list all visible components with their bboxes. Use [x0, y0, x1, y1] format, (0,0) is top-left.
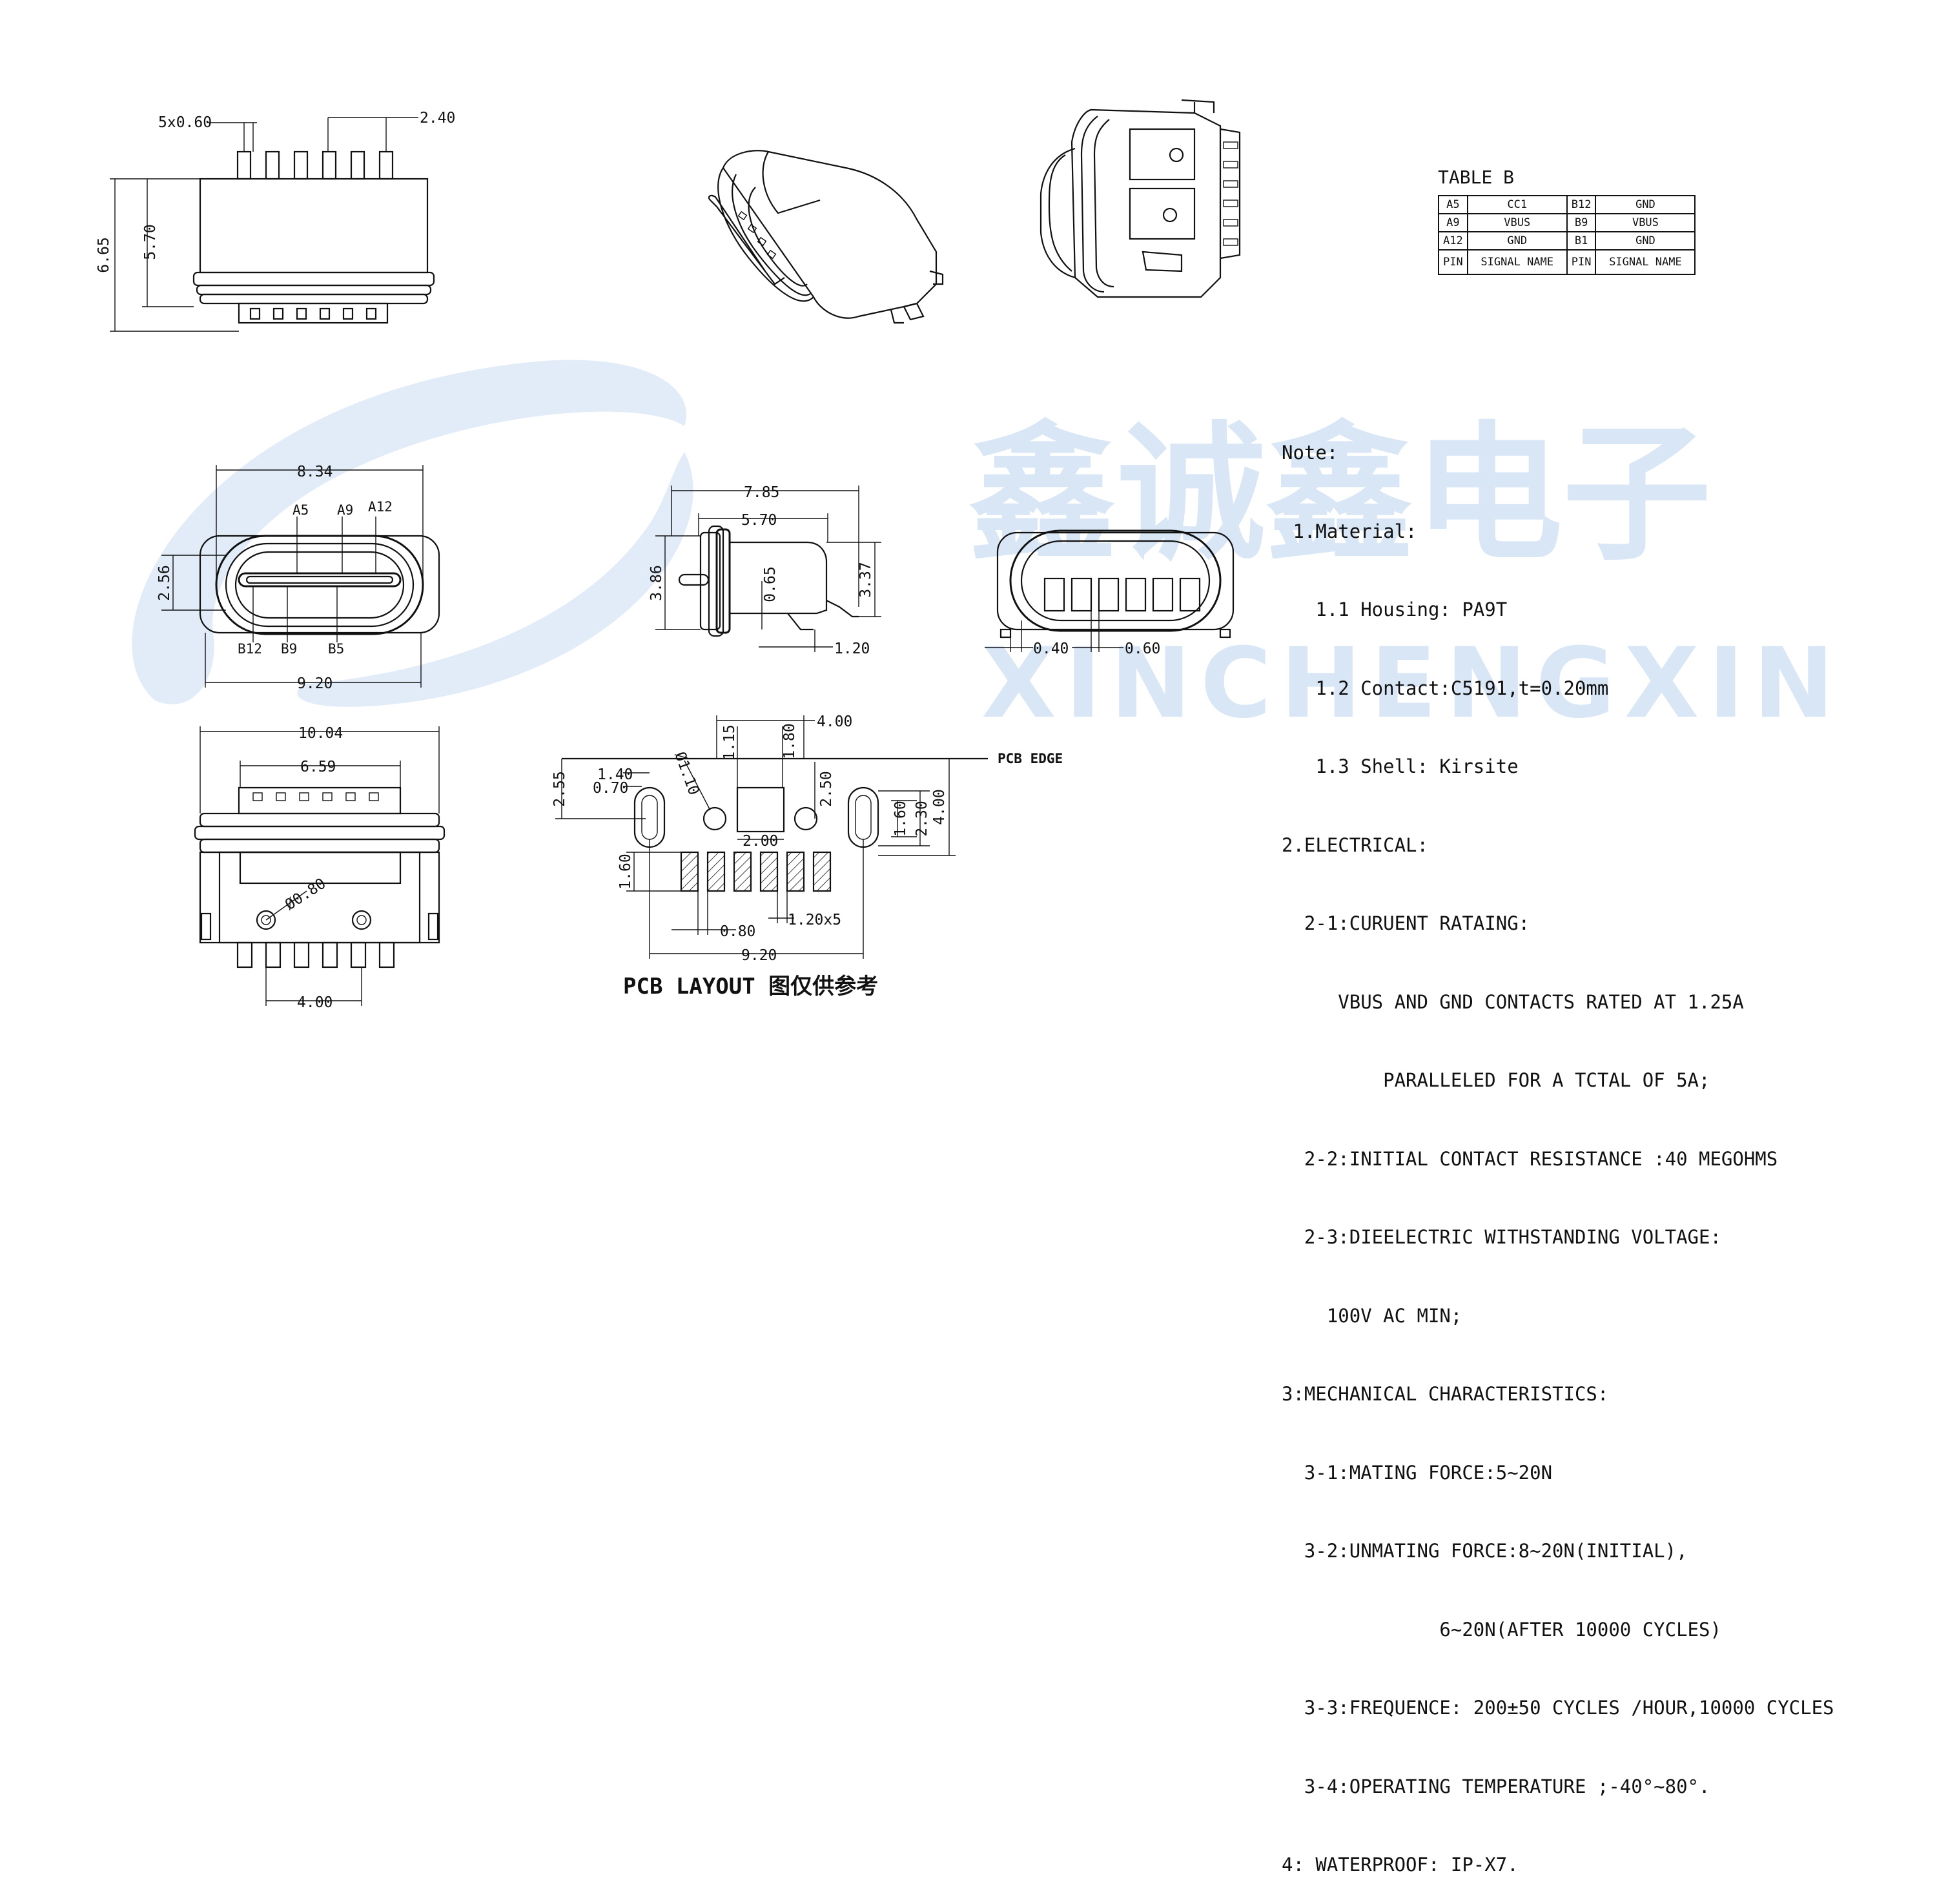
- pcb-pad: [786, 851, 805, 892]
- pcb-pad: [680, 851, 699, 892]
- note-line: 2-2:INITIAL CONTACT RESISTANCE :40 MEGOH…: [1282, 1147, 1778, 1170]
- pcb-slot-right: [847, 786, 879, 848]
- dim-pcb-180: 1.80: [781, 723, 798, 759]
- pcb-layout-caption: PCB LAYOUT 图仅供参考: [623, 974, 879, 999]
- dim-side-pin: 0.65: [762, 566, 779, 602]
- pcb-pad: [733, 851, 752, 892]
- dim-top-pins: 5x0.60: [158, 114, 212, 131]
- top-view: 5x0.60 2.40 6.65 5.70: [96, 110, 455, 332]
- note-line: VBUS AND GND CONTACTS RATED AT 1.25A: [1282, 990, 1744, 1013]
- watermark-logo-inner: [297, 452, 693, 707]
- note-line: 2-3:DIEELECTRIC WITHSTANDING VOLTAGE:: [1282, 1226, 1721, 1248]
- dim-pcb-230: 2.30: [914, 801, 930, 836]
- dim-pcb-255: 2.55: [551, 771, 568, 806]
- pcb-layout: PCB EDGE 4.00 1.15: [551, 713, 1063, 964]
- notes: Note: 1.Material: 1.1 Housing: PA9T 1.2 …: [1282, 387, 1834, 1904]
- note-line: 1.Material:: [1282, 520, 1417, 542]
- pcb-slot-left: [633, 786, 666, 848]
- table-row: PIN SIGNAL NAME PIN SIGNAL NAME: [1438, 249, 1696, 275]
- dim-side-h1: 3.86: [648, 565, 665, 600]
- iso-view-1: [708, 150, 944, 324]
- note-line: 3-3:FREQUENCE: 200±50 CYCLES /HOUR,10000…: [1282, 1697, 1834, 1719]
- watermark-brand-cn: 鑫诚鑫电子: [969, 409, 1711, 581]
- pin-b12: B12: [238, 641, 262, 657]
- dim-pcb-920: 9.20: [741, 947, 777, 964]
- bottom-view: 10.04 6.59 Ø0.80 4.00: [194, 725, 446, 1011]
- dim-pcb-160-left: 1.60: [617, 854, 634, 889]
- pin-b9: B9: [281, 641, 297, 657]
- dim-pcb-400: 4.00: [817, 713, 852, 730]
- pcb-hole-left: [702, 806, 727, 831]
- note-line: 3:MECHANICAL CHARACTERISTICS:: [1282, 1383, 1609, 1405]
- dim-top-pitch: 2.40: [420, 110, 455, 127]
- dim-side-total: 7.85: [744, 484, 779, 501]
- dim-pcb-160-right: 1.60: [892, 801, 909, 836]
- watermark-logo: [132, 360, 687, 704]
- dim-front-base: 9.20: [297, 675, 333, 692]
- dim-pcb-250: 2.50: [818, 771, 835, 806]
- note-line: 1.1 Housing: PA9T: [1282, 599, 1508, 620]
- dim-bottom-inner: 6.59: [300, 759, 336, 775]
- watermark-brand-en: XINCHENGXIN: [981, 628, 1843, 740]
- dim-pcb-120x5: 1.20x5: [788, 912, 841, 928]
- dim-front-width: 8.34: [297, 464, 333, 480]
- dim-top-h1: 6.65: [96, 237, 112, 272]
- pin-a5: A5: [292, 502, 309, 518]
- rear-view: 0.40 0.60: [985, 529, 1235, 657]
- pcb-edge-label: PCB EDGE: [998, 751, 1063, 766]
- dim-side-body: 5.70: [741, 512, 777, 529]
- note-line: 3-4:OPERATING TEMPERATURE ;-40°~80°.: [1282, 1775, 1710, 1797]
- pin-a9: A9: [337, 502, 353, 518]
- pcb-pad: [706, 851, 726, 892]
- technical-drawing: 鑫诚鑫电子 XINCHENGXIN 5x0.60 2.40: [96, 99, 1843, 1011]
- table-b-title: TABLE B: [1438, 167, 1515, 188]
- side-view: 7.85 5.70 3.86 3.37 0.65 1.20: [648, 484, 881, 657]
- table-row: A12 GND B1 GND: [1438, 231, 1696, 251]
- table-row: A9 VBUS B9 VBUS: [1438, 213, 1696, 232]
- dim-pcb-070: 0.70: [593, 780, 628, 797]
- note-line: 3-1:MATING FORCE:5~20N: [1282, 1461, 1553, 1484]
- note-line: 2.ELECTRICAL:: [1282, 834, 1428, 856]
- dim-side-h2: 3.37: [857, 562, 874, 597]
- note-line: 2-1:CURUENT RATAING:: [1282, 912, 1530, 934]
- note-line: Note:: [1282, 442, 1338, 464]
- note-line: 1.3 Shell: Kirsite: [1282, 755, 1519, 777]
- pcb-center-pad: [736, 786, 785, 833]
- dim-side-tail: 1.20: [834, 640, 870, 657]
- table-b: A5 CC1 B12 GND A9 VBUS B9 VBUS A12 GND B…: [1438, 195, 1696, 275]
- dim-pcb-140: 1.40: [597, 766, 633, 783]
- dim-bottom-pitch: 4.00: [297, 994, 333, 1011]
- dim-front-height: 2.56: [156, 565, 173, 600]
- pcb-pad: [812, 851, 832, 892]
- dim-rear-right: 0.60: [1125, 640, 1160, 657]
- pcb-hole-right: [794, 806, 818, 831]
- dim-pcb-115: 1.15: [721, 724, 738, 760]
- pin-a12: A12: [368, 499, 393, 515]
- note-line: 3-2:UNMATING FORCE:8~20N(INITIAL),: [1282, 1540, 1688, 1562]
- dim-pcb-080: 0.80: [720, 923, 755, 940]
- table-row: A5 CC1 B12 GND: [1438, 195, 1696, 214]
- watermark: 鑫诚鑫电子 XINCHENGXIN: [132, 360, 1843, 740]
- pin-b5: B5: [328, 641, 344, 657]
- dim-pcb-200: 2.00: [743, 833, 778, 850]
- note-line: 100V AC MIN;: [1282, 1304, 1462, 1327]
- note-line: 6~20N(AFTER 10000 CYCLES): [1282, 1618, 1721, 1641]
- pcb-pad: [759, 851, 779, 892]
- dim-rear-left: 0.40: [1033, 640, 1069, 657]
- dim-bottom-width: 10.04: [298, 725, 343, 742]
- note-line: PARALLELED FOR A TCTAL OF 5A;: [1282, 1069, 1710, 1091]
- note-line: 1.2 Contact:C5191,t=0.20mm: [1282, 677, 1609, 699]
- dim-pcb-110: Ø1.10: [671, 750, 702, 797]
- note-line: 4: WATERPROOF: IP-X7.: [1282, 1854, 1519, 1876]
- iso-view-2: [1040, 99, 1241, 298]
- dim-top-h2: 5.70: [142, 224, 159, 260]
- dim-pcb-400-right: 4.00: [931, 789, 948, 824]
- dim-bottom-hole: Ø0.80: [282, 875, 329, 914]
- front-view: A5 A9 A12 B12 B9 B5 8.34 2.56 9.20: [156, 464, 440, 692]
